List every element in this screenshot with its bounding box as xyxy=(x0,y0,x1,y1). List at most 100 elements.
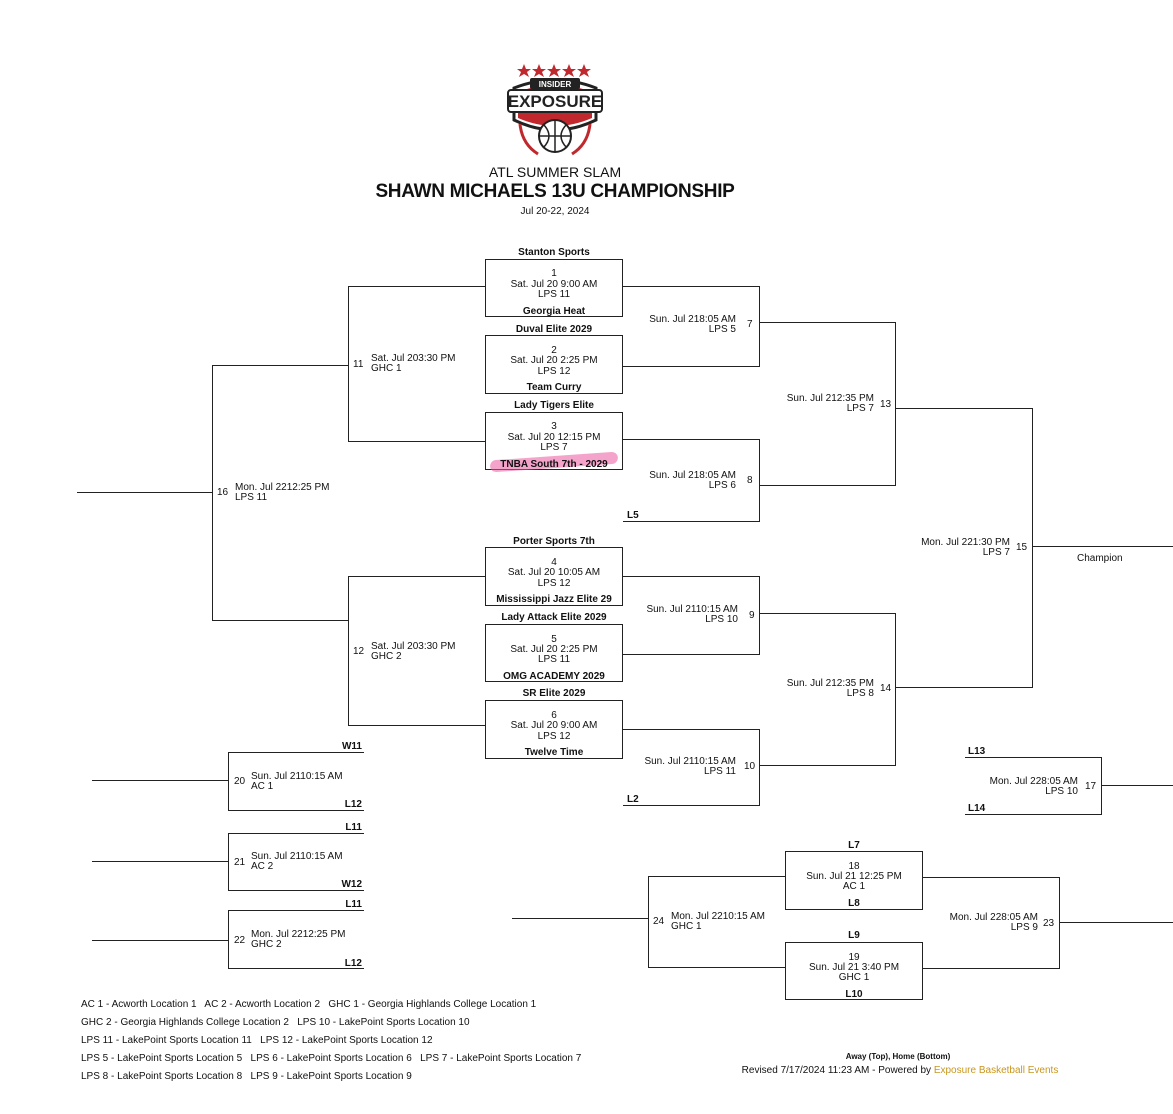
line xyxy=(759,576,760,655)
line xyxy=(1032,546,1173,547)
g14-loc: LPS 8 xyxy=(846,688,874,699)
footer-revised: Revised 7/17/2024 11:23 AM - Powered by … xyxy=(700,1065,1100,1076)
g5-loc: LPS 11 xyxy=(537,654,571,665)
g19-team-bottom: L10 xyxy=(845,989,863,1000)
g3-loc: LPS 7 xyxy=(540,442,568,453)
g17-team-top: L13 xyxy=(968,746,986,757)
line xyxy=(348,441,485,442)
g8-label: L5 xyxy=(627,510,639,521)
g1-team-top: Stanton Sports xyxy=(518,247,590,258)
game-6-box[interactable]: 6 Sat. Jul 20 9:00 AM LPS 12 Twelve Time xyxy=(485,700,623,759)
line xyxy=(759,286,760,367)
game-21-box[interactable] xyxy=(228,833,364,891)
game-18-box[interactable]: 18 Sun. Jul 21 12:25 PM AC 1 L8 xyxy=(785,851,923,910)
g2-team-bottom: Team Curry xyxy=(526,382,582,393)
g18-team-top: L7 xyxy=(848,840,860,851)
g8-date: Sun. Jul 218:05 AM xyxy=(649,470,736,481)
g18-loc: AC 1 xyxy=(842,881,866,892)
g5-team-bottom: OMG ACADEMY 2029 xyxy=(503,671,605,682)
champion-label: Champion xyxy=(1077,553,1123,564)
game-2-box[interactable]: 2 Sat. Jul 20 2:25 PM LPS 12 Team Curry xyxy=(485,335,623,394)
line xyxy=(512,918,649,919)
line xyxy=(1059,877,1060,969)
game-3-box[interactable]: 3 Sat. Jul 20 12:15 PM LPS 7 TNBA South … xyxy=(485,412,623,473)
line xyxy=(92,780,229,781)
g13-loc: LPS 7 xyxy=(846,403,874,414)
game-19-box[interactable]: 19 Sun. Jul 21 3:40 PM GHC 1 L10 xyxy=(785,942,923,1000)
g6-date: Sat. Jul 20 9:00 AM xyxy=(510,720,598,731)
g20-date: Sun. Jul 2110:15 AM xyxy=(251,771,343,782)
legend-line-3: LPS 11 - LakePoint Sports Location 11 LP… xyxy=(81,1035,433,1046)
game-20-box[interactable] xyxy=(228,752,364,811)
line xyxy=(212,365,349,366)
g8-num: 8 xyxy=(747,475,753,486)
line xyxy=(623,439,760,440)
g24-num: 24 xyxy=(653,916,665,927)
g20-num: 20 xyxy=(234,776,246,787)
g4-team-bottom: Mississippi Jazz Elite 29 xyxy=(496,594,612,605)
line xyxy=(92,940,229,941)
g5-date: Sat. Jul 20 2:25 PM xyxy=(510,644,598,655)
game-4-box[interactable]: 4 Sat. Jul 20 10:05 AM LPS 12 Mississipp… xyxy=(485,547,623,606)
g23-num: 23 xyxy=(1043,918,1055,929)
line xyxy=(1032,408,1033,688)
legend-line-2: GHC 2 - Georgia Highlands College Locati… xyxy=(81,1017,470,1028)
g4-date: Sat. Jul 20 10:05 AM xyxy=(507,567,601,578)
g4-team-top: Porter Sports 7th xyxy=(513,536,595,547)
g19-num: 19 xyxy=(848,952,860,963)
game-22-box[interactable] xyxy=(228,910,364,969)
g21-team-top: L11 xyxy=(345,822,362,833)
line xyxy=(623,366,760,367)
exposure-link[interactable]: Exposure Basketball Events xyxy=(933,1065,1059,1076)
g12-num: 12 xyxy=(353,646,365,657)
g14-num: 14 xyxy=(880,683,892,694)
line xyxy=(212,620,349,621)
g12-loc: GHC 2 xyxy=(371,651,402,662)
exposure-logo: EXPOSURE INSIDER xyxy=(507,64,603,156)
g9-loc: LPS 10 xyxy=(705,614,738,625)
g22-date: Mon. Jul 2212:25 PM xyxy=(251,929,346,940)
g6-num: 6 xyxy=(551,710,557,721)
game-5-box[interactable]: 5 Sat. Jul 20 2:25 PM LPS 11 OMG ACADEMY… xyxy=(485,624,623,682)
g16-num: 16 xyxy=(217,487,229,498)
line xyxy=(759,439,760,522)
g12-date: Sat. Jul 203:30 PM xyxy=(371,641,456,652)
game-17-box[interactable] xyxy=(965,757,1102,815)
g16-loc: LPS 11 xyxy=(235,492,268,503)
g7-loc: LPS 5 xyxy=(708,324,736,335)
legend-line-1: AC 1 - Acworth Location 1 AC 2 - Acworth… xyxy=(81,999,537,1010)
g17-team-bottom: L14 xyxy=(968,803,986,814)
line xyxy=(623,654,760,655)
g20-team-bottom: L12 xyxy=(344,799,362,810)
line xyxy=(212,365,213,621)
g21-num: 21 xyxy=(234,857,246,868)
g10-date: Sun. Jul 2110:15 AM xyxy=(644,756,736,767)
g17-num: 17 xyxy=(1085,781,1097,792)
g7-num: 7 xyxy=(747,319,753,330)
g22-team-bottom: L12 xyxy=(344,958,362,969)
line xyxy=(648,967,785,968)
g13-date: Sun. Jul 212:35 PM xyxy=(786,393,874,404)
g16-date: Mon. Jul 2212:25 PM xyxy=(235,482,330,493)
g20-team-top: W11 xyxy=(341,741,362,752)
g7-date: Sun. Jul 218:05 AM xyxy=(649,314,736,325)
g3-date: Sat. Jul 20 12:15 PM xyxy=(507,432,601,443)
g23-loc: LPS 9 xyxy=(1010,922,1038,933)
game-1-box[interactable]: 1 Sat. Jul 20 9:00 AM LPS 11 Georgia Hea… xyxy=(485,259,623,317)
line xyxy=(348,286,485,287)
line xyxy=(760,322,896,323)
g10-loc: LPS 11 xyxy=(703,766,736,777)
line xyxy=(895,613,896,766)
g2-date: Sat. Jul 20 2:25 PM xyxy=(510,355,598,366)
g4-loc: LPS 12 xyxy=(537,578,571,589)
g15-num: 15 xyxy=(1016,542,1028,553)
g22-num: 22 xyxy=(234,935,246,946)
g19-date: Sun. Jul 21 3:40 PM xyxy=(808,962,900,973)
line xyxy=(923,968,1060,969)
line xyxy=(759,729,760,806)
g6-team-top: SR Elite 2029 xyxy=(522,688,586,699)
g11-num: 11 xyxy=(353,359,364,370)
g1-loc: LPS 11 xyxy=(537,289,571,300)
line xyxy=(1101,785,1173,786)
line xyxy=(760,613,896,614)
